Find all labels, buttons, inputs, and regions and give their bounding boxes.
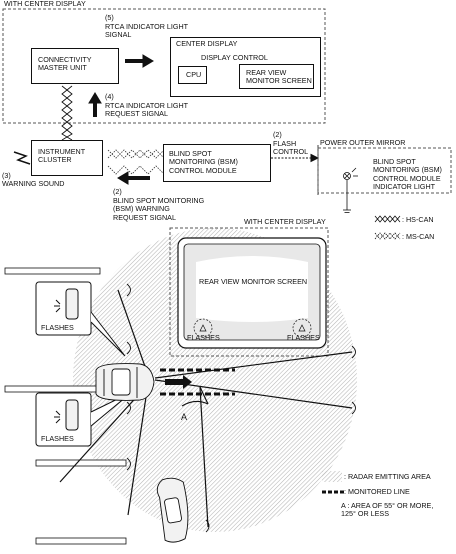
area-a-label: A	[181, 412, 188, 422]
road-markings	[4, 267, 127, 545]
step3-warning-sound-label: (3) WARNING SOUND	[2, 171, 65, 189]
connectivity-master-unit-label: CONNECTIVITY MASTER UNIT	[38, 55, 92, 73]
cpu-label: CPU	[186, 70, 202, 79]
warning-sound-icon	[13, 151, 31, 165]
mirror-flashes-upper-label: FLASHES	[41, 323, 74, 332]
step4-label: RTCA INDICATOR LIGHT REQUEST SIGNAL	[105, 101, 189, 119]
step2-flash-label: FLASH CONTROL	[273, 139, 309, 157]
radar-legend-label: : RADAR EMITTING AREA	[344, 472, 431, 481]
center-display-box: CENTER DISPLAY DISPLAY CONTROL CPU REAR …	[170, 37, 321, 97]
travel-direction-arrow	[165, 375, 192, 389]
step4-number: (4)	[105, 92, 114, 101]
center-display-label: CENTER DISPLAY	[176, 39, 238, 48]
bsm-control-module-box: BLIND SPOT MONITORING (BSM) CONTROL MODU…	[163, 144, 271, 182]
screen-flashes-left-label: FLASHES	[187, 333, 220, 342]
cpu-box: CPU	[178, 66, 207, 84]
step2-flash-number: (2)	[273, 130, 282, 139]
can-legend-symbols	[374, 215, 401, 240]
ms-can-wire	[107, 149, 165, 175]
step2-warning-label: BLIND SPOT MONITORING (BSM) WARNING REQU…	[113, 196, 205, 222]
step5-number: (5)	[105, 13, 114, 22]
bsm-control-module-label: BLIND SPOT MONITORING (BSM) CONTROL MODU…	[169, 149, 238, 175]
with-center-display-top-label: WITH CENTER DISPLAY	[4, 0, 86, 8]
power-outer-mirror-label: POWER OUTER MIRROR	[320, 138, 406, 147]
with-center-display-mid-label: WITH CENTER DISPLAY	[244, 217, 326, 226]
area-brackets	[126, 283, 356, 533]
power-outer-mirror-box	[317, 147, 452, 194]
rear-view-monitor-screen-box: REAR VIEW MONITOR SCREEN	[239, 64, 314, 89]
bsm-indicator-light-label: BLIND SPOT MONITORING (BSM) CONTROL MODU…	[373, 157, 442, 192]
rear-view-monitor-screen-label: REAR VIEW MONITOR SCREEN	[199, 277, 308, 286]
screen-flashes-right-label: FLASHES	[287, 333, 320, 342]
instrument-cluster-box: INSTRUMENT CLUSTER	[31, 140, 103, 176]
rear-view-monitor-screen-box-label: REAR VIEW MONITOR SCREEN	[246, 68, 312, 86]
center-display-region-top	[2, 8, 326, 124]
display-control-label: DISPLAY CONTROL	[201, 53, 268, 62]
area-a-legend-label: A : AREA OF 55° OR MORE, 125° OR LESS	[341, 501, 434, 519]
approaching-vehicle	[156, 477, 189, 543]
monitored-line-legend-label: : MONITORED LINE	[344, 487, 410, 496]
mirror-callouts	[35, 281, 133, 447]
step5-label: RTCA INDICATOR LIGHT SIGNAL	[105, 22, 189, 40]
monitor-screen-inner	[196, 256, 308, 322]
own-vehicle	[95, 363, 155, 401]
center-display-region-mid	[169, 227, 329, 357]
connectivity-master-unit-box: CONNECTIVITY MASTER UNIT	[31, 48, 119, 84]
hs-can-legend-label: : HS-CAN	[402, 215, 434, 224]
mirror-flashes-lower-label: FLASHES	[41, 434, 74, 443]
bsm-indicator-light-icon	[343, 167, 358, 213]
screen-warning-icons	[193, 318, 312, 338]
radar-legend-swatch	[322, 471, 342, 482]
hs-can-wire	[61, 85, 73, 141]
step2-warning-number: (2)	[113, 187, 122, 196]
instrument-cluster-label: INSTRUMENT CLUSTER	[38, 147, 86, 165]
ms-can-legend-label: : MS-CAN	[402, 232, 435, 241]
monitored-lines	[160, 368, 235, 396]
